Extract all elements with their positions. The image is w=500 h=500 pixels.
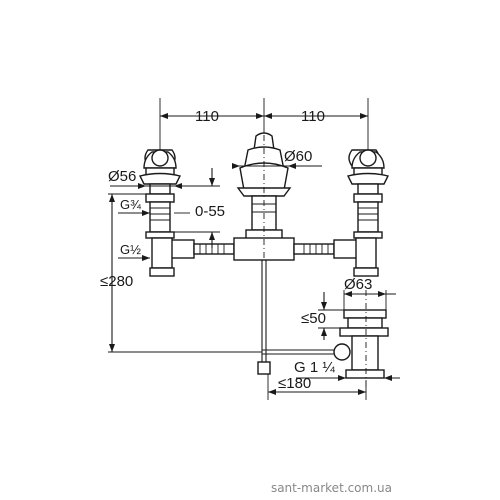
- dimension-drain-thread: G 1 ¼: [294, 359, 400, 381]
- label-max-height: ≤280: [100, 273, 133, 290]
- left-cross-handle: [138, 149, 182, 239]
- label-spout-diameter: Ø60: [284, 148, 312, 165]
- dimension-drain-length: ≤180: [267, 374, 367, 400]
- dimension-drain-diameter: Ø63: [343, 276, 396, 310]
- dimension-drain-height: ≤50: [301, 292, 344, 340]
- label-drain-height: ≤50: [301, 310, 326, 327]
- dimension-thread-bottom: G½: [118, 242, 150, 261]
- watermark: sant-market.com.ua: [271, 481, 392, 495]
- dimension-handle-diameter: Ø56: [108, 168, 190, 189]
- label-thread-top: G¾: [120, 197, 141, 212]
- top-spacing-dimension: 110 110: [159, 98, 369, 150]
- dimension-110-left: 110: [195, 108, 219, 125]
- label-handle-diameter: Ø56: [108, 168, 136, 185]
- dimension-spout-diameter: Ø60: [232, 148, 322, 169]
- dimension-range: 0-55: [174, 168, 225, 248]
- dimension-max-height: ≤280: [100, 193, 262, 353]
- label-range: 0-55: [195, 203, 225, 220]
- pop-up-rod: [257, 260, 340, 375]
- label-thread-bottom: G½: [120, 242, 141, 257]
- right-cross-handle: [346, 149, 390, 239]
- label-drain-thread: G 1 ¼: [294, 359, 335, 376]
- dimension-thread-top: G¾: [118, 197, 150, 216]
- drain-assembly: [333, 309, 389, 379]
- label-drain-diameter: Ø63: [344, 276, 372, 293]
- label-drain-length: ≤180: [278, 375, 311, 392]
- dimension-110-right: 110: [301, 108, 325, 125]
